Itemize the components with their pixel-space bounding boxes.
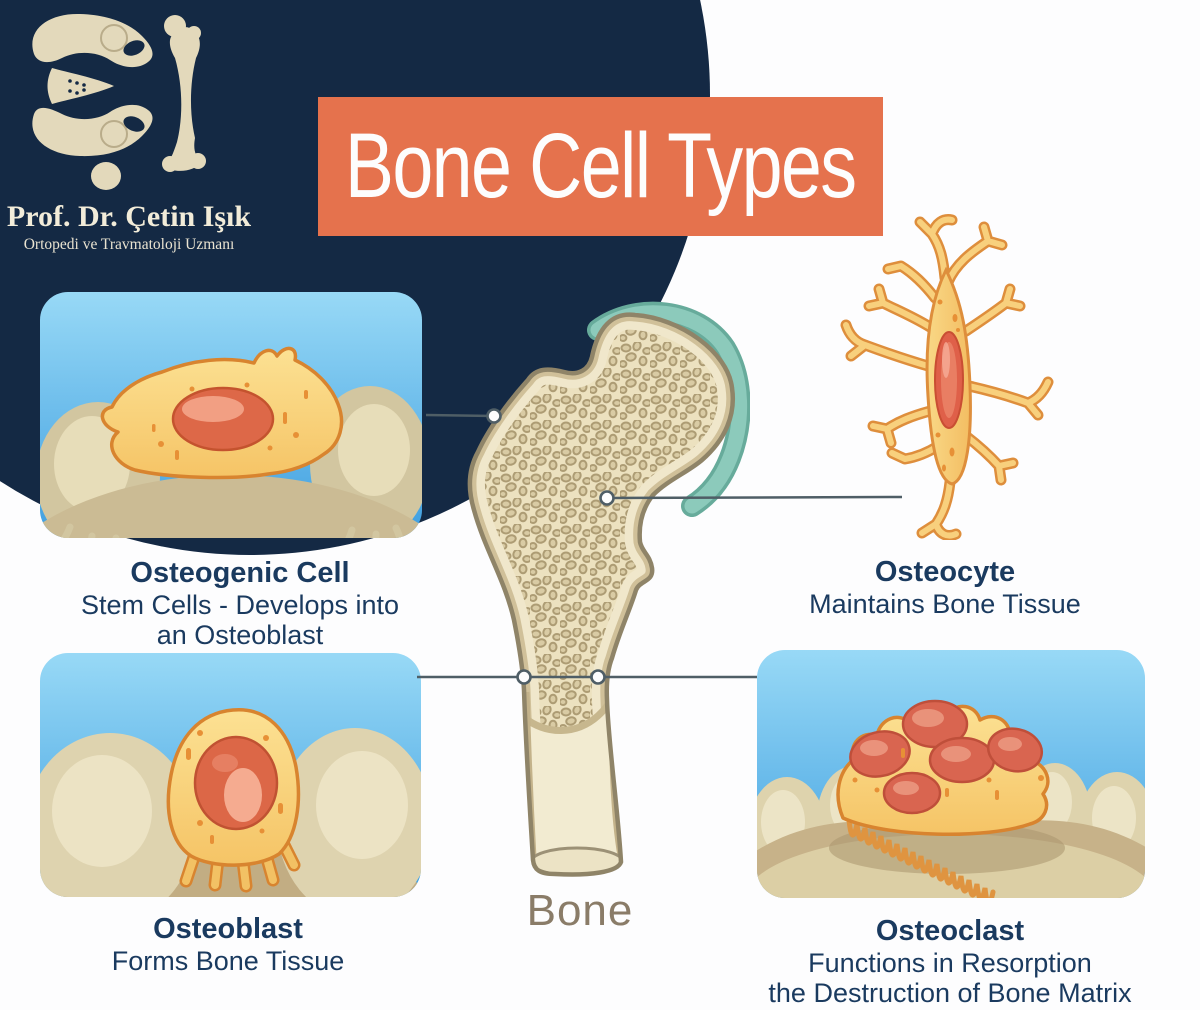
title-banner: Bone Cell Types <box>318 97 883 236</box>
logo-doctor-name: Prof. Dr. Çetin Işık <box>6 200 252 233</box>
osteoclast-description: Functions in Resorption the Destruction … <box>768 948 1132 1008</box>
bones-logo-icon <box>32 13 206 190</box>
bone-label: Bone <box>526 886 634 935</box>
pelvis-bone-icon <box>32 13 153 190</box>
osteoblast-title: Osteoblast <box>153 913 303 945</box>
osteoblast-caption: Osteoblast Forms Bone Tissue <box>28 913 428 976</box>
logo-specialty: Ortopedi ve Travmatoloji Uzmanı <box>23 236 235 253</box>
bone-cross-section-illustration <box>467 301 750 877</box>
osteocyte-title: Osteocyte <box>874 556 1016 588</box>
femur-bone-icon <box>162 15 206 172</box>
osteogenic-caption: Osteogenic Cell Stem Cells - Develops in… <box>30 557 450 650</box>
osteoclast-caption: Osteoclast Functions in Resorption the D… <box>728 915 1172 1008</box>
osteogenic-title: Osteogenic Cell <box>130 557 350 589</box>
osteocyte-caption: Osteocyte Maintains Bone Tissue <box>745 556 1145 619</box>
page-title: Bone Cell Types <box>345 115 857 217</box>
osteoblast-illustration <box>40 653 421 897</box>
osteogenic-cell-illustration <box>40 292 422 538</box>
osteocyte-description: Maintains Bone Tissue <box>809 589 1081 619</box>
cartilage-cap <box>587 301 750 517</box>
osteoclast-title: Osteoclast <box>875 915 1025 947</box>
osteoblast-description: Forms Bone Tissue <box>111 946 345 976</box>
osteocyte-illustration <box>840 214 1054 540</box>
osteoclast-illustration <box>757 650 1145 898</box>
osteogenic-description: Stem Cells - Develops into an Osteoblast <box>80 590 400 650</box>
